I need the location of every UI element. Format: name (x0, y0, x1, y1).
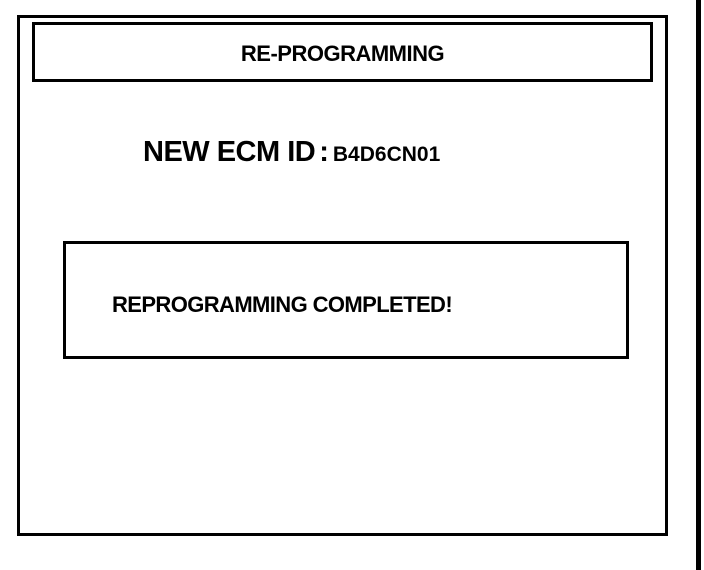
ecm-id-value: B4D6CN01 (332, 143, 441, 166)
ecm-id-label: NEW ECM ID (143, 136, 316, 168)
ecm-id-separator: : (319, 136, 329, 168)
page-title: RE-PROGRAMMING (240, 41, 445, 66)
right-edge-rule (696, 0, 701, 570)
status-message: REPROGRAMMING COMPLETED! (112, 292, 453, 317)
status-message-box: REPROGRAMMING COMPLETED! (63, 241, 629, 359)
reprogramming-screen: RE-PROGRAMMING NEW ECM ID:B4D6CN01 REPRO… (17, 15, 668, 536)
ecm-id-line: NEW ECM ID:B4D6CN01 (143, 136, 440, 169)
title-bar: RE-PROGRAMMING (32, 22, 653, 82)
